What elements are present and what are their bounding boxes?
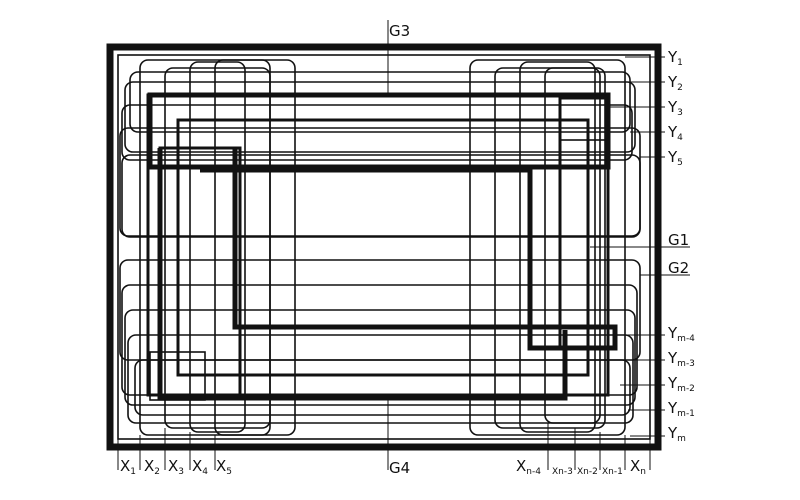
label-y3: Y3 [667, 98, 683, 118]
inner-frame [117, 54, 651, 440]
label-xn-3: Xn-3 [552, 467, 573, 477]
row-loop [119, 127, 641, 237]
row-loop [134, 359, 631, 416]
label-g1: G1 [668, 231, 689, 249]
label-ym-3: Ym-3 [667, 349, 695, 369]
thick-trace [200, 148, 618, 351]
label-x3: X3 [168, 457, 184, 477]
label-xn-4: Xn-4 [516, 457, 541, 477]
label-g4: G4 [389, 459, 410, 477]
label-ym-4: Ym-4 [667, 324, 695, 344]
label-xn: Xn [630, 457, 646, 477]
label-g2: G2 [668, 259, 689, 277]
trace-rect [176, 118, 590, 377]
label-ym-2: Ym-2 [667, 374, 695, 394]
label-x4: X4 [192, 457, 208, 477]
outer-frame [106, 43, 662, 451]
label-y5: Y5 [667, 148, 683, 168]
label-y1: Y1 [667, 48, 683, 68]
label-ym: Ym [667, 424, 686, 444]
label-xn-2: Xn-2 [577, 467, 598, 477]
label-g3: G3 [389, 22, 410, 40]
label-xn-1: Xn-1 [602, 467, 623, 477]
connector-box [559, 94, 609, 141]
thick-trace [157, 148, 568, 401]
connector-box [149, 351, 206, 401]
row-loop [127, 334, 634, 424]
label-x1: X1 [120, 457, 136, 477]
row-loop [124, 309, 636, 406]
label-ym-1: Ym-1 [667, 399, 695, 419]
label-x5: X5 [216, 457, 232, 477]
label-y4: Y4 [667, 123, 683, 143]
column-loop [214, 59, 271, 436]
row-loop [129, 71, 631, 133]
label-y2: Y2 [667, 73, 683, 93]
row-loop [121, 154, 641, 238]
column-loop [139, 59, 296, 436]
row-loop [124, 81, 636, 153]
label-x2: X2 [144, 457, 160, 477]
trace-rect [158, 146, 242, 398]
